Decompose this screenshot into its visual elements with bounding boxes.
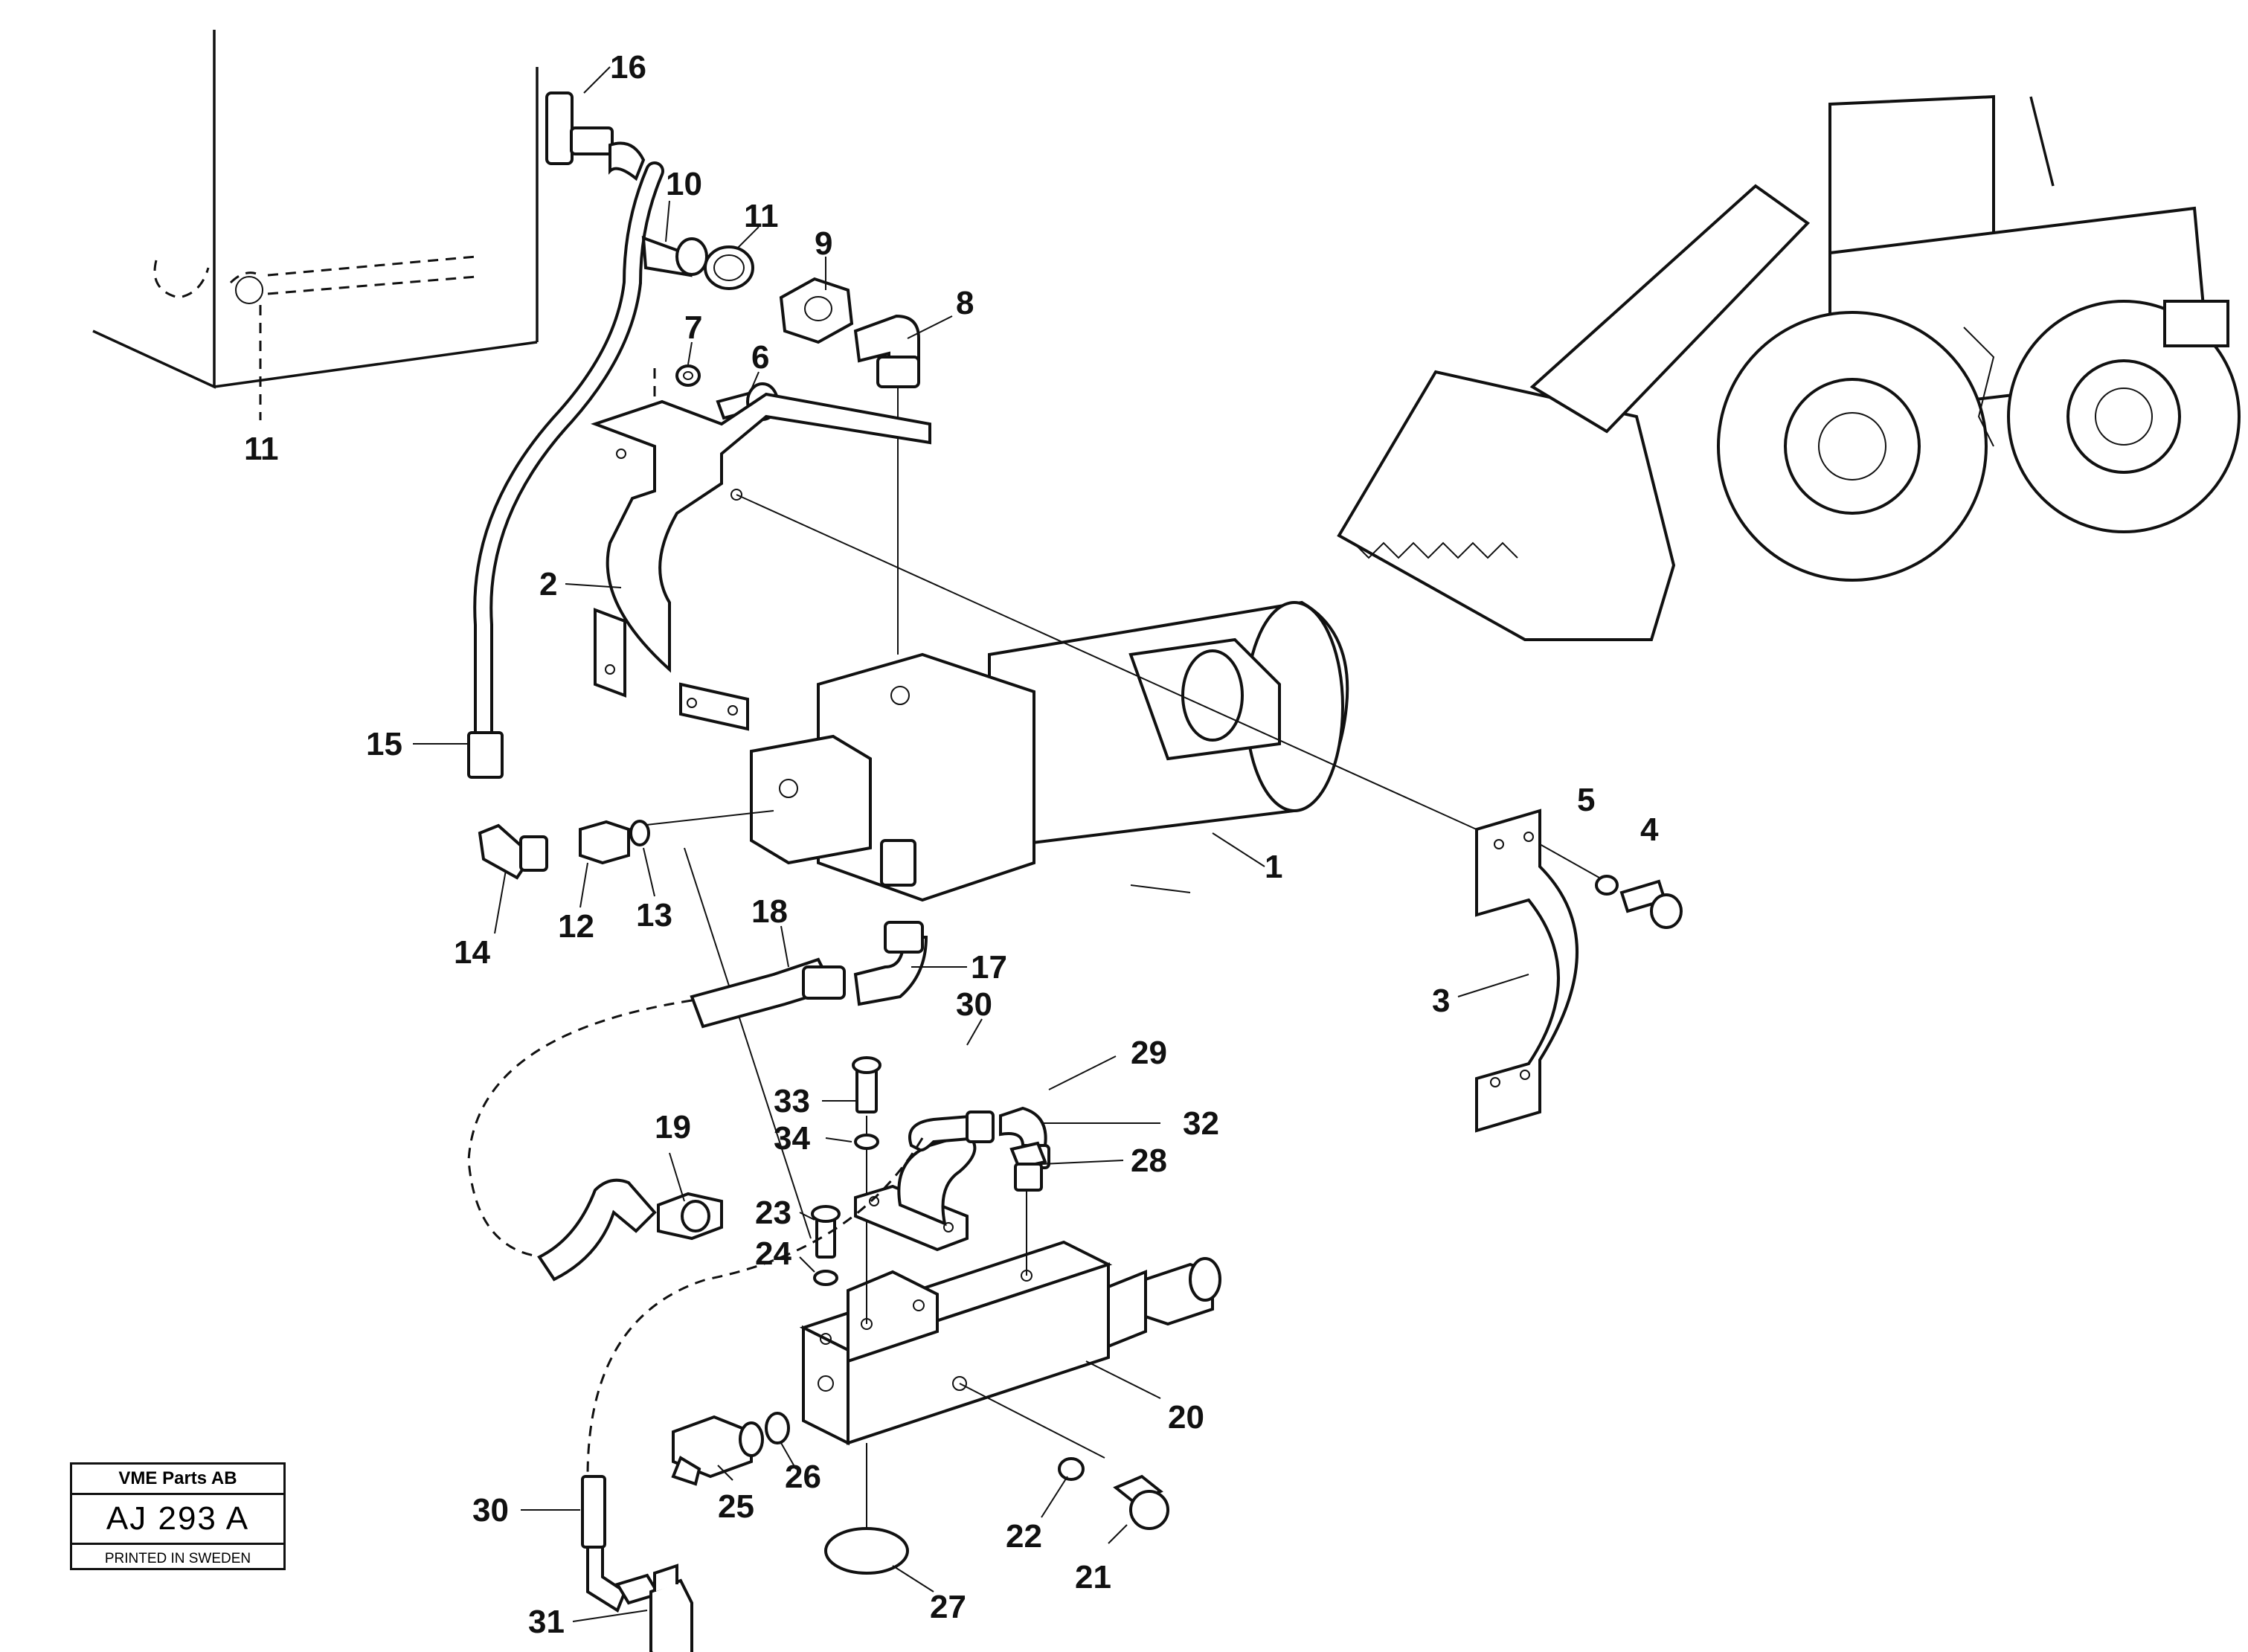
callout-24: 24 (755, 1235, 791, 1272)
stamp-printed: PRINTED IN SWEDEN (104, 1551, 251, 1566)
leader-4-5 (1539, 843, 1600, 878)
hose-clamp-11 (704, 245, 754, 290)
callout-1: 1 (1265, 849, 1282, 885)
flange-32 (854, 1132, 977, 1252)
alignment-line-cap (684, 847, 812, 1239)
valve-block-20 (799, 1116, 1221, 1532)
hose-end-left (537, 1178, 657, 1282)
callout-22: 22 (1006, 1518, 1042, 1555)
callout-30-bottom: 30 (472, 1492, 509, 1529)
motor-pump-1 (750, 600, 1349, 902)
bracket-3 (1475, 809, 1579, 1133)
hydraulic-tank (92, 30, 539, 420)
callout-25: 25 (718, 1488, 754, 1525)
callout-32: 32 (1183, 1105, 1219, 1142)
callout-leaders (413, 66, 1529, 1622)
bracket-2 (591, 392, 931, 731)
hose-10 (467, 161, 708, 779)
nipple-28 (1009, 1141, 1047, 1192)
hose-path-30 (586, 1137, 924, 1477)
o-ring-27 (824, 1527, 909, 1575)
washer-24 (813, 1270, 838, 1286)
bolt-4 (1619, 879, 1683, 929)
adapter-12 (579, 820, 630, 865)
callout-labels: 16 10 11 9 8 7 6 11 2 15 1 5 4 14 12 13 … (244, 49, 1659, 1640)
tee-fitting-31 (614, 1563, 693, 1652)
fitting-19 (657, 1192, 723, 1241)
callout-33: 33 (774, 1083, 810, 1119)
alignment-line-port (639, 810, 774, 826)
washer-34 (854, 1134, 879, 1150)
callout-3: 3 (1432, 983, 1450, 1019)
callout-26: 26 (785, 1459, 821, 1495)
hose-fitting-30-bottom (581, 1475, 627, 1613)
callout-28: 28 (1131, 1142, 1167, 1179)
callout-31: 31 (528, 1604, 565, 1640)
callout-34: 34 (774, 1120, 810, 1157)
callout-27: 27 (930, 1589, 966, 1625)
callout-11-tank: 11 (244, 431, 279, 467)
callout-23: 23 (755, 1195, 791, 1231)
callout-14: 14 (454, 934, 490, 971)
nut-9 (779, 277, 854, 344)
callout-29: 29 (1131, 1035, 1167, 1071)
callout-12: 12 (558, 908, 594, 945)
callout-16: 16 (610, 49, 646, 86)
callout-6: 6 (751, 339, 769, 376)
drawing-stamp: VME Parts AB AJ 293 A PRINTED IN SWEDEN (70, 1462, 286, 1570)
callout-13: 13 (636, 897, 672, 933)
callout-18: 18 (751, 893, 788, 930)
callout-8: 8 (956, 285, 974, 321)
elbow-fitting-8 (853, 314, 920, 655)
stamp-code: AJ 293 A (72, 1495, 283, 1545)
callout-2: 2 (539, 566, 557, 602)
callout-15: 15 (366, 726, 402, 762)
bolt-23 (811, 1205, 841, 1259)
washer-5 (1595, 875, 1619, 896)
hose-fitting-30-top (908, 1111, 995, 1152)
callout-19: 19 (655, 1109, 691, 1145)
elbow-14 (478, 823, 548, 880)
hose-18 (690, 957, 846, 1029)
callout-5: 5 (1577, 782, 1595, 818)
pressure-switch-25 (671, 1415, 764, 1486)
alignment-line-bracket (736, 494, 1518, 849)
callout-17: 17 (971, 949, 1007, 986)
wheel-loader-illustration (1337, 94, 2241, 641)
callout-10: 10 (666, 166, 702, 202)
plug-21 (1113, 1474, 1169, 1530)
callout-4: 4 (1640, 811, 1659, 848)
bolt-33 (852, 1056, 881, 1113)
seal-ring-22 (1058, 1457, 1085, 1481)
hose-path-18 (467, 999, 693, 1259)
stamp-company: VME Parts AB (72, 1465, 283, 1495)
callout-11-clamp: 11 (744, 198, 779, 234)
callout-7: 7 (684, 309, 702, 346)
washer-7 (675, 364, 701, 387)
callout-20: 20 (1168, 1399, 1204, 1436)
seal-ring-13 (629, 820, 650, 846)
callout-21: 21 (1075, 1559, 1111, 1595)
seal-ring-26 (765, 1412, 790, 1444)
elbow-17 (853, 921, 928, 1006)
tee-fitting-16 (545, 91, 646, 181)
callout-9: 9 (815, 225, 832, 262)
callout-30-top: 30 (956, 986, 992, 1023)
